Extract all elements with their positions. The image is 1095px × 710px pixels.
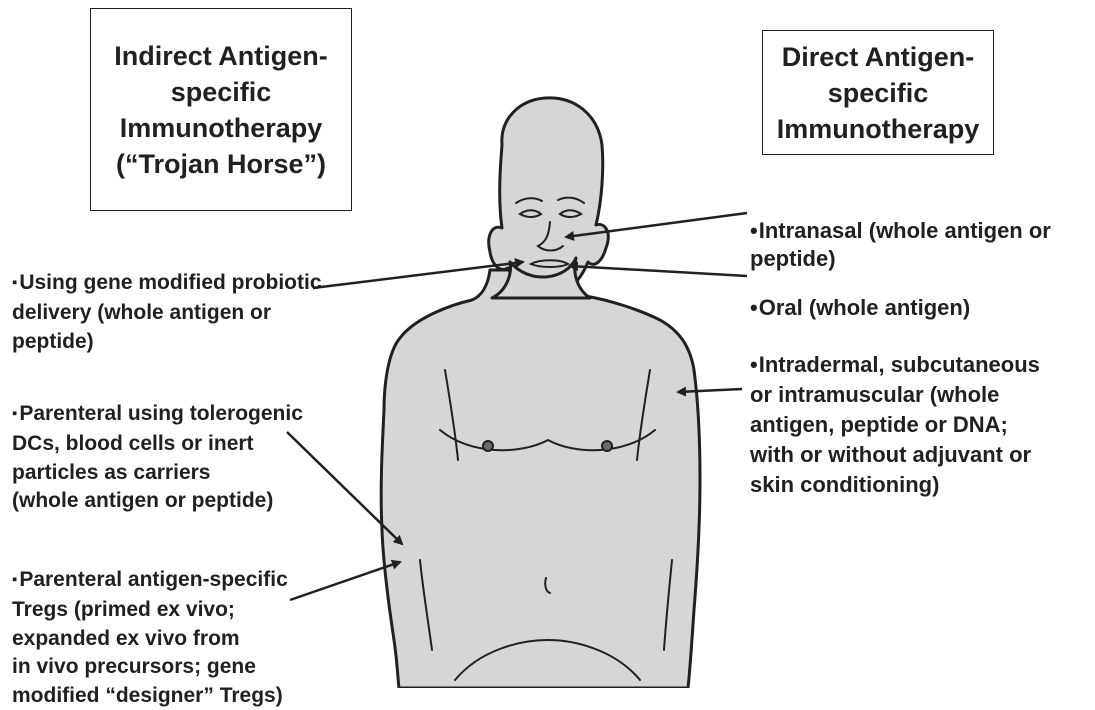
indirect-heading-box: Indirect Antigen- specific Immunotherapy…: [90, 8, 352, 211]
square-bullet-icon: ▪: [12, 274, 17, 291]
direct-item-intradermal: •Intradermal, subcutaneous or intramuscu…: [750, 320, 1040, 500]
indirect-item-probiotic: ▪Using gene modified probiotic delivery …: [12, 240, 322, 356]
indirect-item-tregs: ▪Parenteral antigen-specific Tregs (prim…: [12, 537, 288, 710]
indirect-item-text: Parenteral antigen-specific Tregs (prime…: [12, 568, 288, 707]
direct-heading-box: Direct Antigen- specific Immunotherapy: [762, 30, 994, 155]
bullet-icon: •: [750, 295, 758, 320]
indirect-item-tolerogenic-dcs: ▪Parenteral using tolerogenic DCs, blood…: [12, 371, 303, 516]
direct-item-text: Oral (whole antigen): [759, 295, 970, 320]
indirect-item-text: Using gene modified probiotic delivery (…: [12, 271, 322, 353]
square-bullet-icon: ▪: [12, 571, 17, 588]
direct-item-intranasal: •Intranasal (whole antigen or peptide): [750, 188, 1051, 274]
direct-item-text: Intranasal (whole antigen or peptide): [750, 218, 1051, 272]
bullet-icon: •: [750, 218, 758, 243]
direct-item-oral: •Oral (whole antigen): [750, 265, 970, 322]
indirect-item-text: Parenteral using tolerogenic DCs, blood …: [12, 402, 303, 513]
direct-heading: Direct Antigen- specific Immunotherapy: [777, 39, 980, 147]
indirect-heading: Indirect Antigen- specific Immunotherapy…: [114, 38, 328, 182]
square-bullet-icon: ▪: [12, 405, 17, 422]
bullet-icon: •: [750, 352, 758, 377]
direct-item-text: Intradermal, subcutaneous or intramuscul…: [750, 352, 1040, 497]
